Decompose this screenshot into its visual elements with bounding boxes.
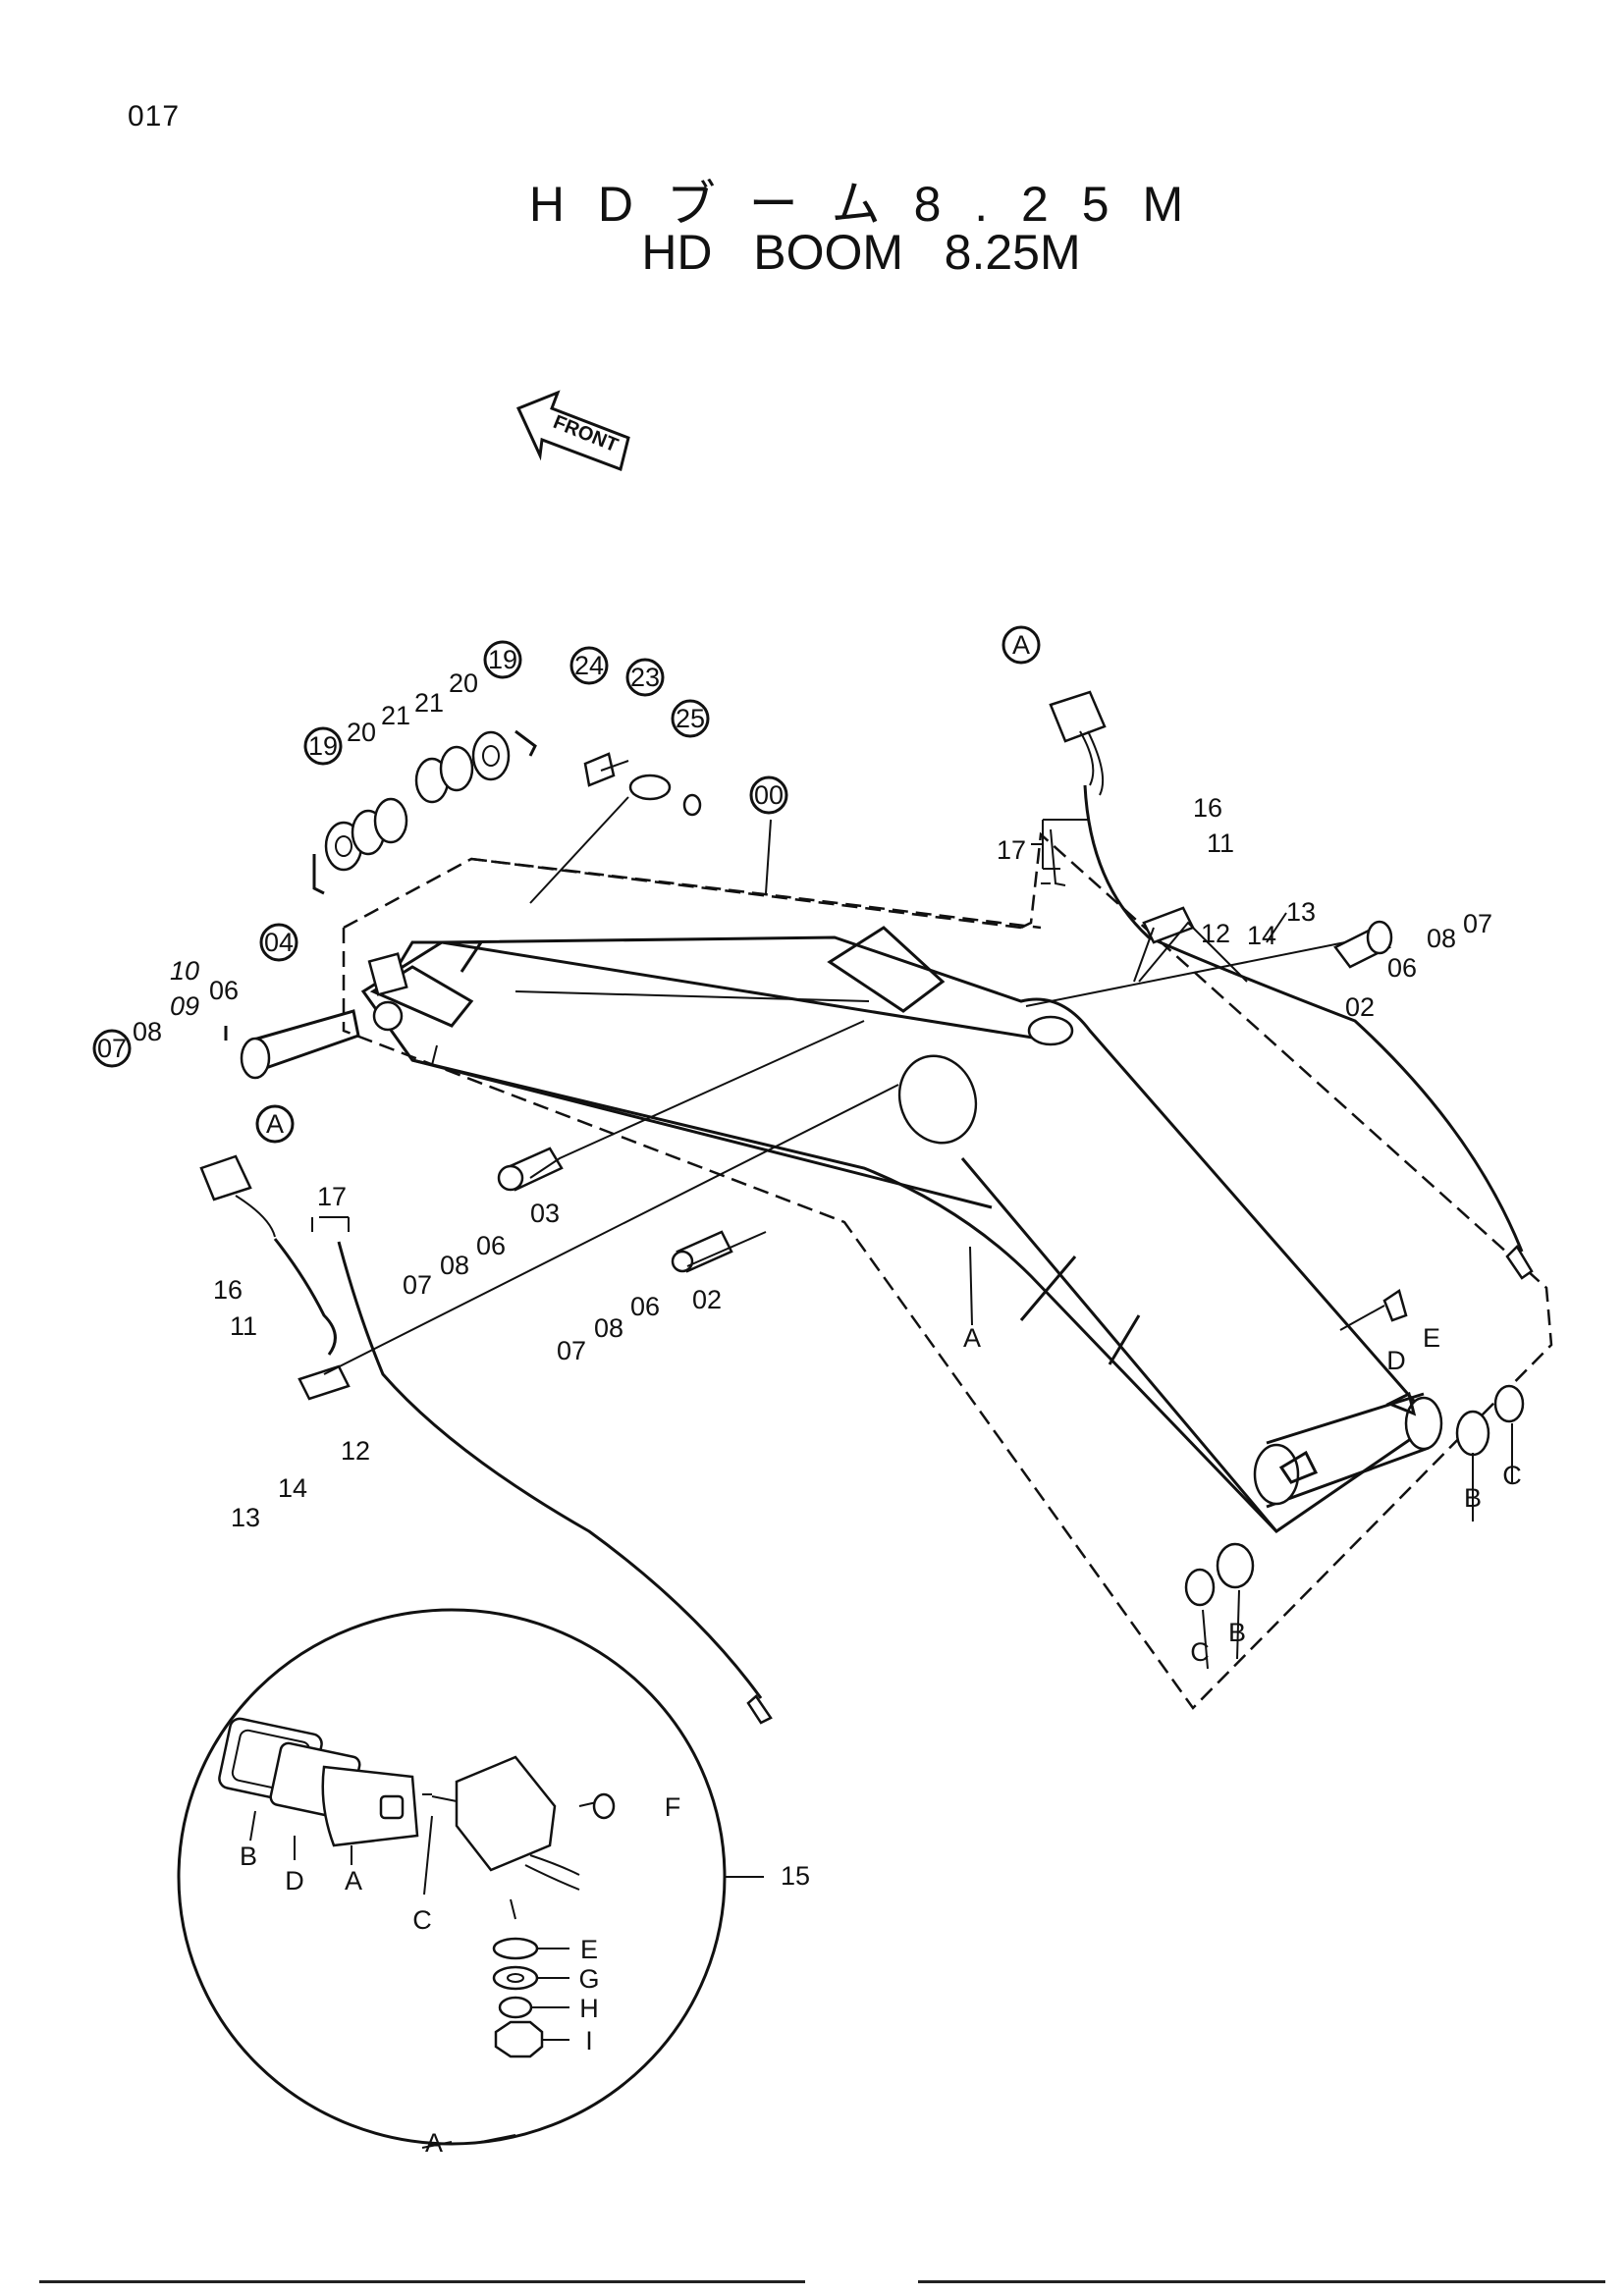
- plain-callouts: 20 21 21 20 10 09 06 08 17 16 11 12 14 1…: [133, 668, 1522, 2158]
- callout-06-left: 06: [209, 976, 239, 1005]
- bracket-12-lower: [298, 1364, 351, 1401]
- callout-c-right: C: [1502, 1461, 1522, 1490]
- leader-lines: [323, 796, 1513, 1670]
- bottom-rule-left: [39, 2280, 805, 2283]
- callout-10: 10: [170, 956, 199, 986]
- page-number: 017: [128, 100, 181, 133]
- callout-a-top: A: [1012, 630, 1030, 660]
- callout-c-lower: C: [1190, 1637, 1210, 1667]
- bottom-rule-right: [918, 2280, 1605, 2283]
- callout-14-left: 14: [278, 1473, 307, 1503]
- callout-16-right: 16: [1193, 793, 1222, 823]
- callout-e-detail: E: [580, 1935, 598, 1964]
- callout-i-detail: I: [585, 2026, 593, 2056]
- bushing-c-right: [1493, 1384, 1525, 1423]
- callout-13-right: 13: [1286, 897, 1316, 927]
- callout-e-right: E: [1423, 1323, 1440, 1353]
- callout-12-left: 12: [341, 1436, 370, 1466]
- bushing-c-lower: [1184, 1568, 1216, 1607]
- callout-25: 25: [676, 704, 705, 733]
- front-arrow-icon: FRONT: [515, 390, 630, 471]
- callout-08-right: 08: [1427, 924, 1456, 953]
- callout-15: 15: [781, 1861, 810, 1891]
- callout-16-left: 16: [213, 1275, 243, 1305]
- callout-19-left: 19: [308, 731, 338, 761]
- callout-d-detail: D: [285, 1866, 304, 1896]
- callout-h-detail: H: [579, 1994, 599, 2023]
- callout-02-upper: 02: [1345, 992, 1375, 1022]
- callout-b-detail: B: [240, 1842, 257, 1871]
- callout-19-right: 19: [488, 645, 517, 674]
- callout-08-left: 08: [133, 1017, 162, 1046]
- circled-callouts: 00 04 07 19 19 23 24 25 A A: [92, 625, 1041, 1144]
- callout-07-circled: 07: [97, 1034, 127, 1063]
- callout-17-left: 17: [317, 1182, 347, 1211]
- callout-17-right: 17: [997, 835, 1026, 865]
- callout-c-detail: C: [412, 1905, 432, 1935]
- callout-a-bottom: A: [425, 2128, 443, 2158]
- assembly-dashed-outline: [342, 831, 1553, 1710]
- callout-06-mid-a: 06: [476, 1231, 506, 1260]
- pin-03: [497, 1147, 564, 1192]
- callout-08-mid-a: 08: [440, 1251, 469, 1280]
- callout-a-boom: A: [963, 1323, 981, 1353]
- callout-20-right: 20: [449, 668, 478, 698]
- callout-09: 09: [170, 991, 199, 1021]
- callout-06-right: 06: [1387, 953, 1417, 983]
- callout-14-right: 14: [1247, 921, 1276, 950]
- callout-07-right: 07: [1463, 909, 1492, 938]
- boom-body: [360, 926, 1443, 1533]
- foot-pin-assembly: [224, 940, 484, 1080]
- callout-20-left: 20: [347, 718, 376, 747]
- callout-b-right: B: [1464, 1483, 1482, 1513]
- callout-00: 00: [754, 780, 784, 810]
- callout-06-mid-b: 06: [630, 1292, 660, 1321]
- callout-07-mid-a: 07: [403, 1270, 432, 1300]
- callout-24: 24: [574, 651, 604, 680]
- title-japanese: H D ブ ー ム 8 . 2 5 M: [528, 177, 1194, 232]
- callout-12-right: 12: [1201, 919, 1230, 948]
- callout-13-left: 13: [231, 1503, 260, 1532]
- callout-d-right: D: [1386, 1346, 1406, 1375]
- callout-03: 03: [530, 1199, 560, 1228]
- washer-stack: [312, 729, 537, 895]
- title-english: HD BOOM 8.25M: [641, 225, 1081, 280]
- bracket-d: [1382, 1289, 1408, 1322]
- callout-02-lower: 02: [692, 1285, 722, 1314]
- callout-a-detail: A: [345, 1866, 362, 1896]
- bushing-b-lower: [1216, 1542, 1255, 1589]
- callout-11-right: 11: [1207, 828, 1234, 858]
- callout-07-mid-b: 07: [557, 1336, 586, 1365]
- pin-02-upper: [1333, 920, 1393, 969]
- work-light-left: [199, 1154, 773, 1725]
- callout-f-detail: F: [665, 1792, 681, 1822]
- callout-21-right: 21: [414, 688, 444, 718]
- callout-b-lower: B: [1228, 1618, 1246, 1647]
- bushing-b-right: [1455, 1410, 1490, 1457]
- work-light-top: [1049, 690, 1534, 1280]
- callout-11-left: 11: [230, 1311, 257, 1341]
- callout-21-left: 21: [381, 701, 410, 730]
- detail-circle-a: [177, 1608, 764, 2149]
- callout-08-mid-b: 08: [594, 1313, 623, 1343]
- callout-04: 04: [264, 928, 294, 957]
- pin-02-lower: [671, 1230, 733, 1273]
- callout-23: 23: [630, 663, 660, 692]
- front-label: FRONT: [550, 411, 621, 456]
- callout-g-detail: G: [578, 1964, 599, 1994]
- bolt-24-assembly: [583, 752, 702, 817]
- callout-a-left: A: [266, 1109, 284, 1139]
